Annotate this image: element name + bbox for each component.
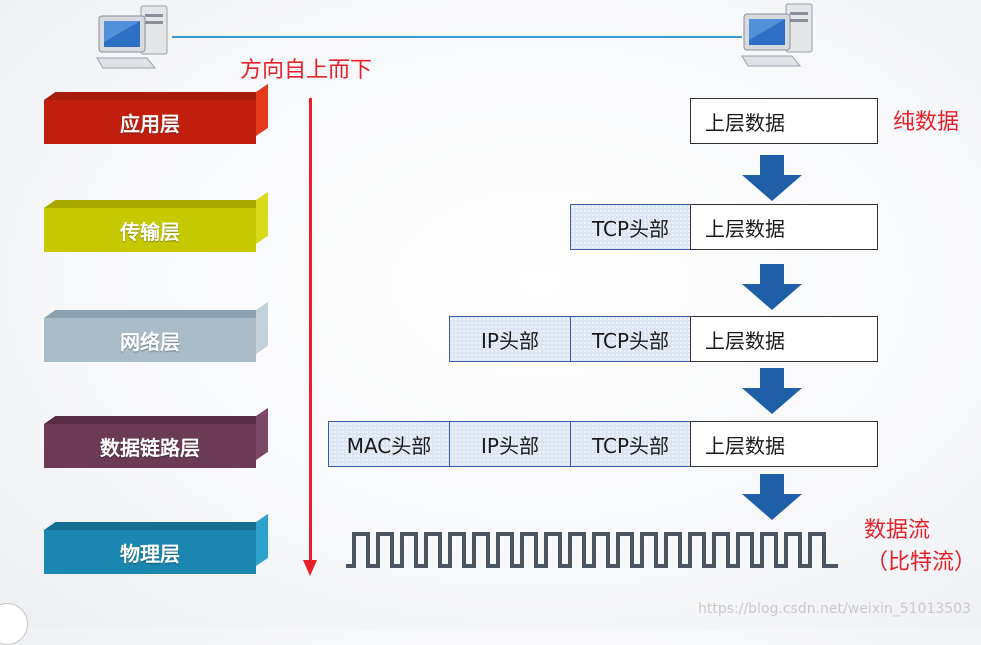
tcp-header-block: TCP头部 — [570, 421, 691, 467]
network-link-line — [172, 36, 742, 38]
ip-header-block: IP头部 — [449, 421, 571, 467]
down-arrow-icon — [742, 155, 802, 201]
tcp-header-block: TCP头部 — [570, 204, 691, 250]
ip-header-block: IP头部 — [449, 316, 571, 362]
pure-data-label: 纯数据 — [893, 110, 960, 135]
data-block: 上层数据 — [690, 421, 878, 467]
left-computer-icon — [95, 2, 175, 72]
data-stream-label: 数据流 — [864, 518, 931, 543]
layer-data-link: 数据链路层 — [44, 407, 268, 468]
data-block: 上层数据 — [690, 316, 878, 362]
direction-arrow-icon — [303, 560, 317, 576]
bit-stream-label: （比特流） — [866, 550, 977, 575]
down-arrow-icon — [742, 474, 802, 520]
right-computer-icon — [740, 0, 820, 70]
layer-label: 应用层 — [44, 100, 256, 144]
layer-side-face — [256, 513, 268, 566]
down-arrow-icon — [742, 368, 802, 414]
layer-label: 网络层 — [44, 318, 256, 362]
watermark: https://blog.csdn.net/weixin_51013503 — [697, 601, 971, 617]
layer-top-face — [44, 200, 268, 208]
corner-badge-icon — [0, 603, 28, 645]
layer-top-face — [44, 92, 268, 100]
tcp-header-block: TCP头部 — [570, 316, 691, 362]
layer-transport: 传输层 — [44, 191, 268, 252]
layer-application: 应用层 — [44, 83, 268, 144]
mac-header-block: MAC头部 — [328, 421, 450, 467]
layer-label: 传输层 — [44, 208, 256, 252]
layer-top-face — [44, 522, 268, 530]
layer-side-face — [256, 191, 268, 244]
direction-arrow-shaft — [309, 98, 312, 563]
layer-top-face — [44, 310, 268, 318]
layer-label: 数据链路层 — [44, 424, 256, 468]
direction-label: 方向自上而下 — [240, 58, 373, 83]
data-block: 上层数据 — [690, 98, 878, 144]
layer-physical: 物理层 — [44, 513, 268, 574]
bitstream-waveform — [346, 532, 838, 568]
layer-side-face — [256, 301, 268, 354]
layer-side-face — [256, 83, 268, 136]
down-arrow-icon — [742, 264, 802, 310]
layer-network: 网络层 — [44, 301, 268, 362]
layer-side-face — [256, 407, 268, 460]
layer-label: 物理层 — [44, 530, 256, 574]
data-block: 上层数据 — [690, 204, 878, 250]
layer-top-face — [44, 416, 268, 424]
